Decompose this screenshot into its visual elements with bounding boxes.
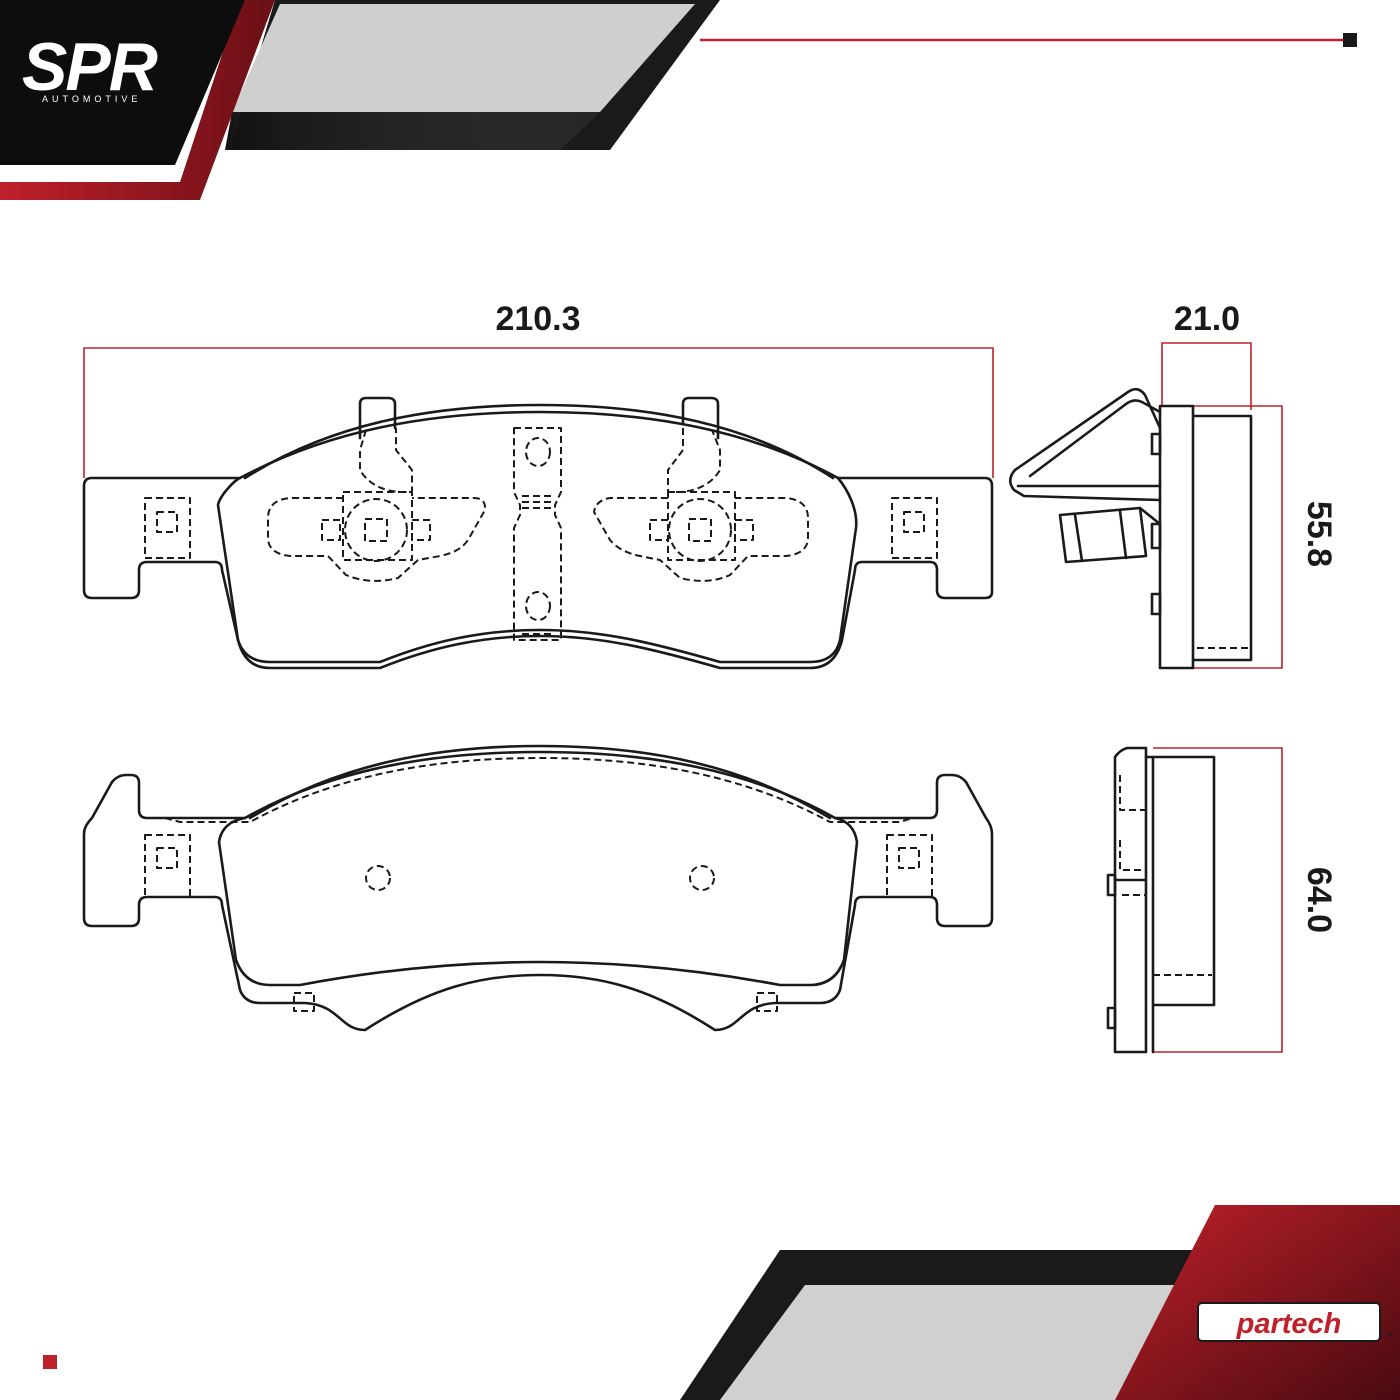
bottom-right-wear-indicator bbox=[756, 992, 778, 1012]
center-strap-rivets bbox=[522, 495, 555, 635]
side-top-studs bbox=[1150, 432, 1162, 616]
right-ear-hole bbox=[903, 511, 925, 533]
bottom-pad-friction-outline bbox=[217, 816, 859, 987]
side-top-bracket-detail bbox=[1073, 506, 1162, 563]
thickness-dimension-line bbox=[1161, 342, 1252, 410]
top-pad-upper-edge bbox=[243, 403, 835, 480]
right-ear-pocket-hidden bbox=[891, 497, 938, 559]
partech-registered-mark: ® bbox=[1387, 1330, 1394, 1340]
center-spring-strap-hidden bbox=[513, 427, 562, 641]
left-piston-hidden bbox=[344, 498, 408, 562]
spr-logo-text: SPR bbox=[22, 29, 158, 105]
side-view-top bbox=[1008, 387, 1253, 670]
top-pad-backing-plate bbox=[82, 410, 994, 670]
frame-corner-marker-top bbox=[1343, 33, 1357, 47]
banner-red-band bbox=[0, 0, 275, 200]
side-top-friction-block bbox=[1191, 414, 1253, 662]
bottom-pad-upper-edge bbox=[248, 744, 832, 820]
left-clip-hidden bbox=[359, 428, 413, 493]
bottom-left-wear-indicator bbox=[293, 992, 315, 1012]
right-piston-lugs-hidden bbox=[649, 519, 754, 541]
spr-logo-subtitle: AUTOMOTIVE bbox=[42, 94, 141, 104]
side-top-spring-clip bbox=[1008, 387, 1162, 502]
spr-logo: SPR AUTOMOTIVE bbox=[22, 29, 160, 105]
right-pin-hole-hidden bbox=[689, 865, 715, 891]
left-piston-lugs-hidden bbox=[321, 519, 431, 541]
width-dimension-line bbox=[83, 347, 994, 478]
bottom-left-ear-pocket-hidden bbox=[144, 834, 191, 898]
bottom-right-ear-pocket-hidden bbox=[886, 834, 933, 898]
height-bottom-dimension-label: 64.0 bbox=[1300, 867, 1338, 933]
center-strap-upper-hole bbox=[525, 437, 551, 467]
height-top-dimension-line bbox=[1193, 405, 1283, 669]
right-piston-center-hidden bbox=[688, 518, 712, 542]
partech-logo-box bbox=[1197, 1302, 1381, 1342]
side-bottom-hidden-lines bbox=[1119, 775, 1147, 900]
height-top-dimension-label: 55.8 bbox=[1300, 501, 1338, 567]
side-bottom-backing-plate bbox=[1113, 746, 1148, 1054]
partech-logo-text: partech bbox=[1236, 1308, 1342, 1340]
partech-logo: partech ® bbox=[1197, 1302, 1394, 1342]
left-piston-center-hidden bbox=[364, 518, 388, 542]
right-piston-hidden bbox=[668, 498, 732, 562]
frame bbox=[43, 33, 1357, 1369]
bottom-left-ear-hole bbox=[156, 847, 178, 869]
bottom-right-ear-hole bbox=[898, 847, 920, 869]
banner-grey-band bbox=[232, 4, 695, 112]
top-banner bbox=[0, 0, 720, 200]
height-bottom-dimension-line bbox=[1153, 747, 1283, 1053]
banner-shade bbox=[225, 112, 600, 150]
side-top-backing-plate bbox=[1158, 404, 1195, 670]
brake-pad-top-view bbox=[82, 396, 994, 670]
side-top-bracket bbox=[1058, 506, 1148, 564]
side-bottom-friction-block bbox=[1151, 755, 1216, 1007]
frame-corner-marker-bottom bbox=[43, 1355, 57, 1369]
right-piston-housing-hidden bbox=[667, 491, 736, 561]
brake-pad-bottom-view bbox=[82, 744, 994, 1032]
right-piston-spring-hidden bbox=[593, 497, 809, 582]
left-piston-spring-hidden bbox=[267, 497, 487, 582]
center-strap-lower-hole bbox=[525, 591, 551, 621]
side-bottom-studs bbox=[1106, 873, 1117, 1030]
bottom-pad-shim-hidden bbox=[164, 757, 913, 823]
left-ear-hole bbox=[156, 511, 178, 533]
width-dimension-label: 210.3 bbox=[495, 300, 580, 338]
right-clip-tab bbox=[681, 396, 720, 440]
left-ear-pocket-hidden bbox=[144, 497, 191, 559]
top-pad-friction-outline bbox=[216, 476, 858, 664]
left-pin-hole-hidden bbox=[365, 865, 391, 891]
left-clip-tab bbox=[358, 396, 397, 440]
logo-panel bbox=[0, 0, 245, 165]
bottom-pad-backing-plate bbox=[82, 750, 994, 1032]
dimensions: 210.3 21.0 55.8 64.0 bbox=[83, 300, 1338, 1053]
thickness-dimension-label: 21.0 bbox=[1174, 300, 1240, 338]
left-piston-housing-hidden bbox=[342, 491, 413, 561]
side-view-bottom bbox=[1106, 746, 1216, 1054]
right-clip-hidden bbox=[667, 428, 721, 493]
